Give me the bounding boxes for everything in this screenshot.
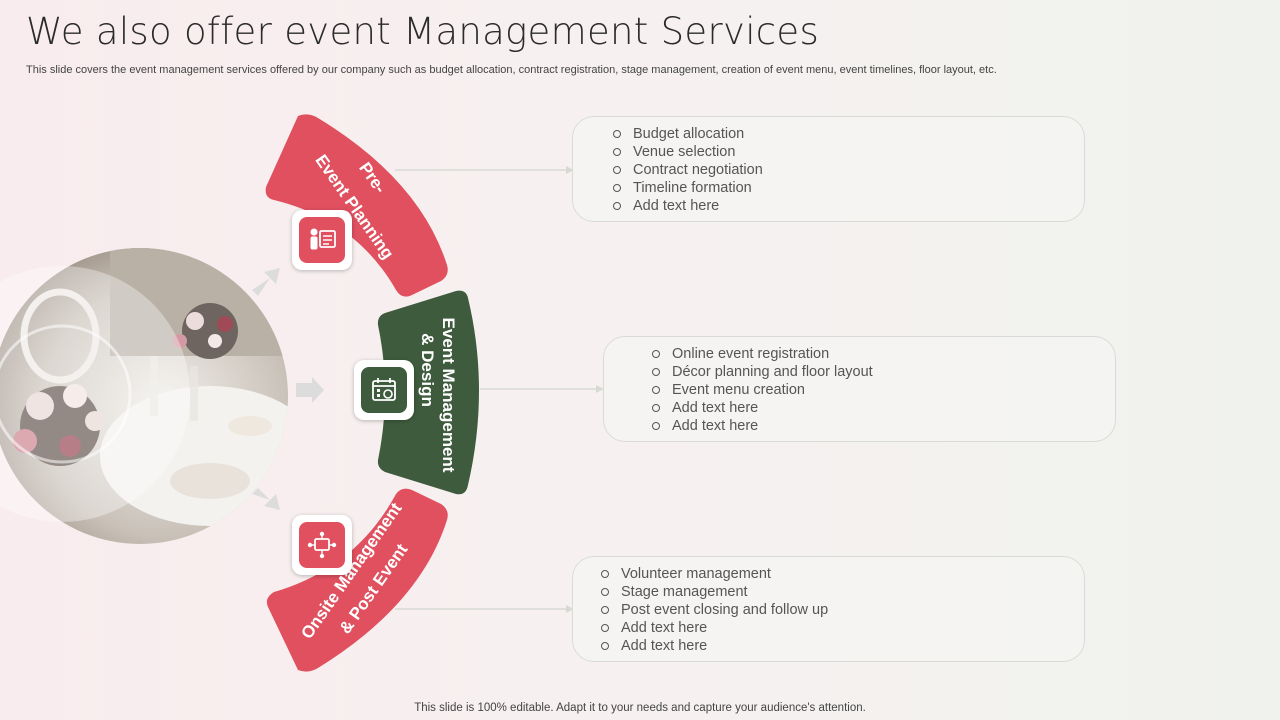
stage-2-label-line2: & Design (418, 333, 437, 407)
event-network-icon (299, 522, 345, 568)
event-photo (0, 246, 300, 546)
stage-management-arc[interactable] (377, 290, 479, 495)
stage-onsite-arc[interactable] (266, 488, 448, 672)
list-item: Add text here (613, 197, 763, 215)
slide-footer: This slide is 100% editable. Adapt it to… (414, 702, 866, 714)
arrow-right-icon (296, 377, 324, 403)
list-item: Contract negotiation (613, 161, 763, 179)
calendar-settings-icon (361, 367, 407, 413)
list-item: Stage management (601, 583, 828, 601)
list-item: Venue selection (613, 143, 763, 161)
stage-1-icon-box (292, 210, 352, 270)
arrow-up-icon (252, 268, 280, 296)
list-item: Décor planning and floor layout (652, 363, 873, 381)
list-item: Add text here (652, 417, 873, 435)
list-item: Timeline formation (613, 179, 763, 197)
list-item: Volunteer management (601, 565, 828, 583)
arrow-down-icon (252, 488, 280, 510)
stage-pre-event-arc[interactable] (265, 114, 448, 297)
slide-title: We also offer event Management Services (26, 10, 820, 53)
stage-2-icon-box (354, 360, 414, 420)
list-item: Add text here (652, 399, 873, 417)
pre-event-card: Budget allocation Venue selection Contra… (572, 116, 1085, 222)
event-management-card: Online event registration Décor planning… (603, 336, 1116, 442)
team-planning-icon (299, 217, 345, 263)
slide-subtitle: This slide covers the event management s… (26, 64, 997, 76)
list-item: Post event closing and follow up (601, 601, 828, 619)
list-item: Add text here (601, 619, 828, 637)
pre-event-list: Budget allocation Venue selection Contra… (613, 125, 763, 215)
onsite-management-card: Volunteer management Stage management Po… (572, 556, 1085, 662)
stage-3-icon-box (292, 515, 352, 575)
list-item: Event menu creation (652, 381, 873, 399)
list-item: Budget allocation (613, 125, 763, 143)
event-management-list: Online event registration Décor planning… (652, 345, 873, 435)
list-item: Online event registration (652, 345, 873, 363)
stage-2-label-line1: Event Management (439, 318, 458, 473)
list-item: Add text here (601, 637, 828, 655)
onsite-management-list: Volunteer management Stage management Po… (601, 565, 828, 655)
